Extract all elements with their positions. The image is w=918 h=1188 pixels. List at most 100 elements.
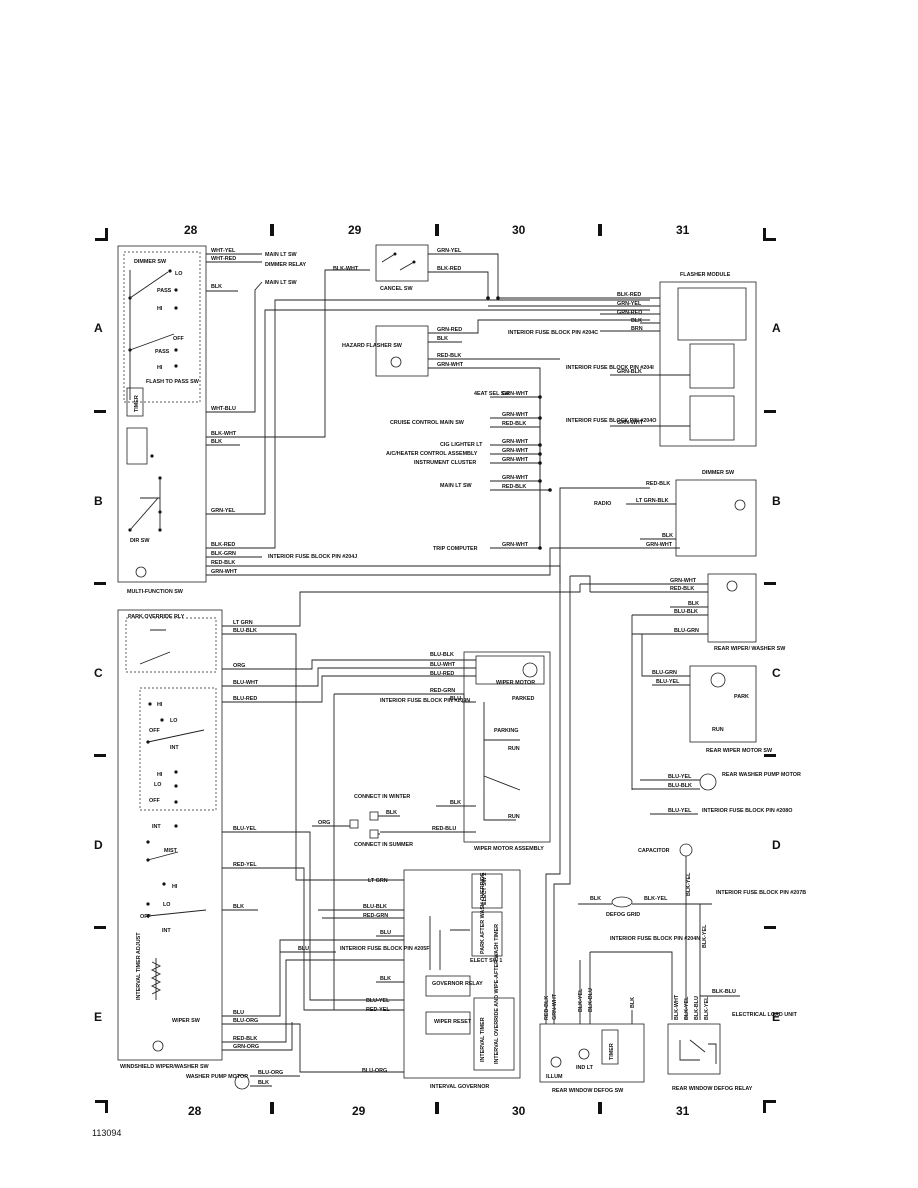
wire-blk: BLK (258, 1080, 269, 1086)
wire-grn-wht: GRN-WHT (502, 391, 529, 397)
rear-wiper-motor-sw-label: REAR WIPER MOTOR SW (706, 748, 773, 754)
wire-blu-yel: BLU-YEL (668, 774, 692, 780)
wire-blu-blk: BLU-BLK (233, 628, 257, 634)
column-label: 28 (188, 1104, 202, 1118)
wire-blu-blk: BLU-BLK (674, 609, 698, 615)
position-off: OFF (149, 728, 160, 734)
wire-blk-yel: BLK-YEL (704, 996, 710, 1020)
wire-blu-org: BLU-ORG (258, 1070, 283, 1076)
wire-blk: BLK (630, 997, 636, 1008)
wire-blk: BLK (688, 601, 699, 607)
rear-wiper-bulb-icon (726, 580, 738, 592)
cancel-sw-label: CANCEL SW (380, 286, 413, 292)
wire-blk-blu: BLK-BLU (588, 988, 594, 1012)
corner-mark-bottom-right (763, 1100, 776, 1113)
wire-red-grn: RED-GRN (363, 913, 388, 919)
position-lo: LO (154, 782, 162, 788)
rear-wiper-motor-sw-box (689, 665, 757, 743)
ifb-204j-ref: INTERIOR FUSE BLOCK PIN #204J (268, 554, 357, 560)
elect-sw-1-label: ELECT SW 1 (470, 958, 502, 964)
wire-red-grn: RED-GRN (430, 688, 455, 694)
instrument-cluster-ref: INSTRUMENT CLUSTER (414, 460, 476, 466)
dimmer-switch-contacts (128, 269, 178, 532)
dir-sw-label: DIR SW (130, 538, 150, 544)
wire-blk: BLK (211, 439, 222, 445)
position-off: OFF (173, 336, 184, 342)
wire-grn-wht: GRN-WHT (617, 420, 644, 426)
position-off: OFF (149, 798, 160, 804)
ifb-207b-ref: INTERIOR FUSE BLOCK PIN #207B (716, 890, 806, 896)
row-label: B (772, 494, 781, 508)
connect-in-winter-label: CONNECT IN WINTER (354, 794, 410, 800)
wire-brn: BRN (631, 326, 643, 332)
wire-blu: BLU (298, 946, 309, 952)
wire-grn-yel: GRN-YEL (211, 508, 236, 514)
column-label: 31 (676, 223, 690, 237)
wire-lt-grn: LT GRN (233, 620, 253, 626)
rear-wiper-washer-sw-label: REAR WIPER/ WASHER SW (714, 646, 786, 652)
wire-grn-blk: GRN-BLK (617, 369, 642, 375)
main-lt-sw-ref: MAIN LT SW (265, 252, 298, 258)
cruise-control-ref: CRUISE CONTROL MAIN SW (390, 420, 465, 426)
wire-red-yel: RED-YEL (366, 1007, 390, 1013)
interval-governor-label: INTERVAL GOVERNOR (430, 1084, 489, 1090)
ifb-205f-ref: INTERIOR FUSE BLOCK PIN #205F (340, 946, 430, 952)
position-int: INT (162, 928, 171, 934)
position-hi: HI (157, 772, 163, 778)
governor-relay-label: GOVERNOR RELAY (432, 981, 483, 987)
wire-grn-wht: GRN-WHT (502, 542, 529, 548)
wiper-bulb-icon (152, 1040, 164, 1052)
position-lo: LO (175, 271, 183, 277)
position-int: INT (152, 824, 161, 830)
position-lo: LO (170, 718, 178, 724)
ifb-209n-ref: INTERIOR FUSE BLOCK PIN #209N (380, 698, 470, 704)
column-label: 31 (676, 1104, 690, 1118)
position-pass: PASS (155, 349, 170, 355)
defog-illum-bulb-icon (550, 1056, 562, 1068)
wire-blk-yel: BLK-YEL (686, 872, 692, 896)
main-lt-sw-ref-3: MAIN LT SW (440, 483, 473, 489)
wire-org: ORG (233, 663, 245, 669)
position-mist: MIST (164, 848, 178, 854)
timer-box (126, 387, 144, 417)
wire-blu-yel: BLU-YEL (366, 998, 390, 1004)
winter-summer-connector (349, 819, 359, 829)
wire-grn-red: GRN-RED (437, 327, 462, 333)
position-park: PARK (734, 694, 749, 700)
wiper-motor-assembly-label: WIPER MOTOR ASSEMBLY (474, 846, 544, 852)
wire-red-blk: RED-BLK (544, 996, 550, 1020)
column-label: 30 (512, 223, 526, 237)
defog-timer-label: TIMER (609, 1043, 615, 1060)
washer-pump-motor-label: WASHER PUMP MOTOR (186, 1074, 248, 1080)
wire-blu-wht: BLU-WHT (430, 662, 456, 668)
wire-blu-org: BLU-ORG (362, 1068, 387, 1074)
position-run: RUN (712, 727, 724, 733)
document-code: 113094 (92, 1128, 122, 1138)
row-label: E (94, 1010, 103, 1024)
wiper-switch-contacts (139, 629, 207, 918)
radio-ref: RADIO (594, 501, 611, 507)
washer-pump-motor-icon (234, 1074, 250, 1090)
wire-grn-wht: GRN-WHT (552, 993, 558, 1020)
wire-blk-yel: BLK-YEL (578, 988, 584, 1012)
position-int: INT (170, 745, 179, 751)
row-label: D (94, 838, 103, 852)
wire-wht-yel: WHT-YEL (211, 248, 236, 254)
wire-blk: BLK (386, 810, 397, 816)
column-label: 28 (184, 223, 198, 237)
defog-timer-box (601, 1029, 619, 1065)
park-override-rly-label: PARK OVERRIDE RLY (128, 614, 185, 620)
ifb-204i-ref: INTERIOR FUSE BLOCK PIN #204I (566, 365, 654, 371)
wire-blk-yel: BLK-YEL (644, 896, 668, 902)
park-after-wash-box (471, 911, 503, 957)
column-tick (435, 224, 439, 236)
dimmer-sw-label: DIMMER SW (134, 259, 167, 265)
position-hi: HI (157, 702, 163, 708)
wire-blk: BLK (662, 533, 673, 539)
position-off: OFF (140, 914, 151, 920)
flasher-module-label: FLASHER MODULE (680, 272, 731, 278)
defog-ind-lt-icon (578, 1048, 590, 1060)
column-tick (598, 1102, 602, 1114)
wire-blk-blu: BLK-BLU (694, 996, 700, 1020)
wire-blu-yel: BLU-YEL (656, 679, 680, 685)
